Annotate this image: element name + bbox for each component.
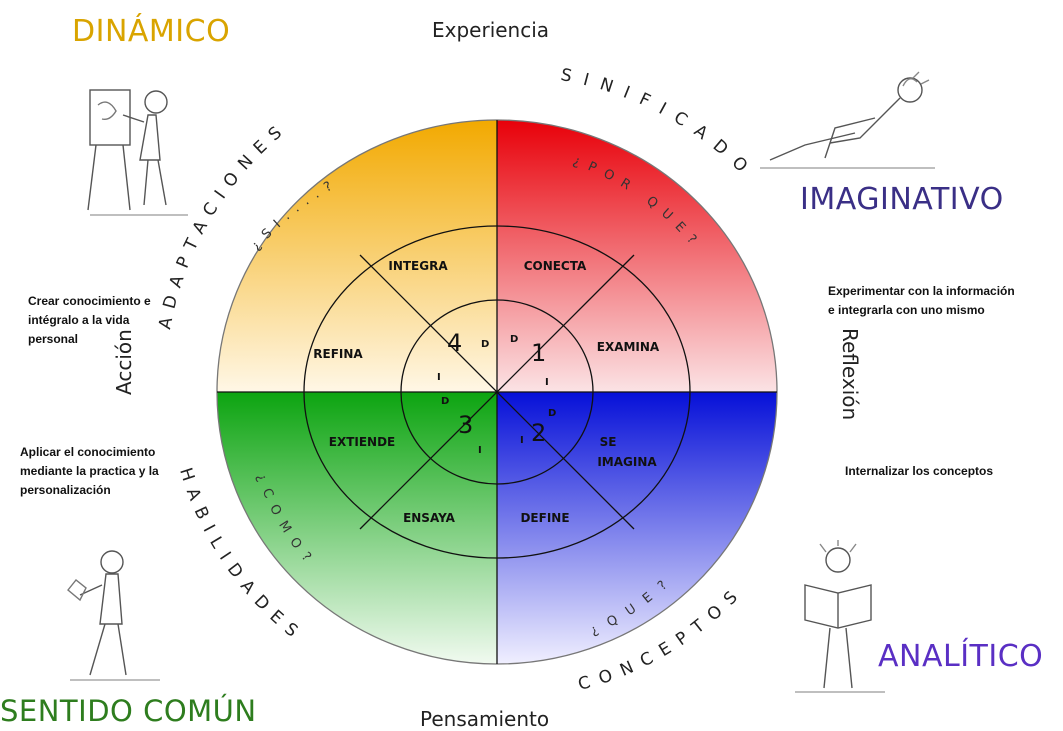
quadrant-sentido-comun <box>217 392 497 664</box>
title-imaginativo: IMAGINATIVO <box>800 182 1004 217</box>
quadrant-number-4: 4 <box>447 329 462 357</box>
inner-letter-i: I <box>545 377 549 388</box>
segment-define: DEFINE <box>520 511 569 525</box>
note-internalizar: Internalizar los conceptos <box>845 462 1055 481</box>
segment-extiende: EXTIENDE <box>329 435 396 449</box>
lying-thinker-sketch-icon <box>760 71 935 169</box>
segment-integra: INTEGRA <box>388 259 448 273</box>
segment-imagina: IMAGINA <box>597 455 657 469</box>
note-crear-conocimiento: Crear conocimiento e intégralo a la vida… <box>28 292 178 349</box>
note-line: mediante la practica y la <box>20 464 159 478</box>
segment-se: SE <box>600 435 617 449</box>
note-line: Experimentar con la información <box>828 284 1015 298</box>
inner-letter-i: I <box>437 372 441 383</box>
note-line: e integrarla con uno mismo <box>828 303 985 317</box>
segment-examina: EXAMINA <box>597 340 660 354</box>
quadrant-analitico <box>497 392 777 664</box>
segment-ensaya: ENSAYA <box>403 511 456 525</box>
note-line: Internalizar los conceptos <box>845 464 994 478</box>
quadrant-dinamico <box>217 120 497 392</box>
inner-letter-d: D <box>441 396 449 407</box>
inner-letter-i: I <box>478 445 482 456</box>
quadrant-number-2: 2 <box>531 419 546 447</box>
note-line: Crear conocimiento e <box>28 294 151 308</box>
inner-letter-i: I <box>520 435 524 446</box>
segment-conecta: CONECTA <box>524 259 587 273</box>
note-line: personalización <box>20 483 111 497</box>
note-experimentar: Experimentar con la información e integr… <box>828 282 1058 320</box>
quadrant-number-3: 3 <box>458 411 473 439</box>
note-line: intégralo a la vida <box>28 313 130 327</box>
title-analitico: ANALÍTICO <box>878 639 1044 674</box>
note-line: Aplicar el conocimiento <box>20 445 156 459</box>
note-aplicar-conocimiento: Aplicar el conocimiento mediante la prac… <box>20 443 190 500</box>
quadrant-imaginativo <box>497 120 777 392</box>
builder-sketch-icon <box>67 550 160 681</box>
segment-refina: REFINA <box>313 347 363 361</box>
axis-top-label: Experiencia <box>432 18 550 42</box>
painter-sketch-icon <box>87 89 188 216</box>
quadrant-number-1: 1 <box>531 339 546 367</box>
inner-letter-d: D <box>481 339 489 350</box>
reader-sketch-icon <box>795 540 885 693</box>
axis-bottom-label: Pensamiento <box>420 707 550 731</box>
title-dinamico: DINÁMICO <box>72 14 231 49</box>
inner-letter-d: D <box>510 334 518 345</box>
title-sentido-comun: SENTIDO COMÚN <box>0 694 257 728</box>
note-line: personal <box>28 332 79 346</box>
inner-letter-d: D <box>548 408 556 419</box>
